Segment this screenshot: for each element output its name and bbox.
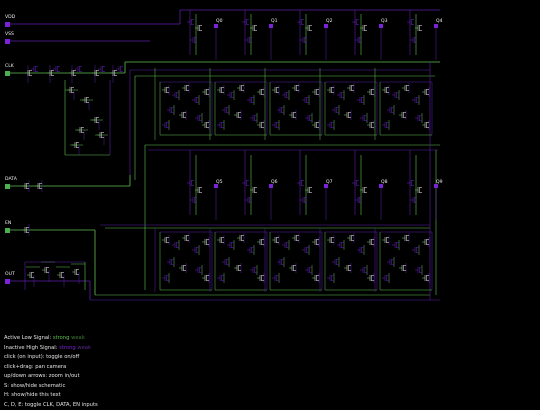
legend-line: H: show/hide this text bbox=[4, 391, 98, 401]
output-label-q9: Q9 bbox=[436, 181, 443, 186]
output-label-q3: Q3 bbox=[381, 20, 388, 25]
output-pin-q[interactable] bbox=[269, 24, 273, 28]
pin-en[interactable] bbox=[5, 228, 10, 233]
legend-active-low-weak: weak bbox=[71, 335, 85, 341]
help-legend: Active Low Signal: strong weak Inactive … bbox=[4, 334, 98, 410]
legend-inactive-high-strong: strong bbox=[59, 345, 76, 351]
output-pin-q[interactable] bbox=[214, 24, 218, 28]
pin-label-vss: VSS bbox=[5, 33, 14, 38]
pin-vdd[interactable] bbox=[5, 22, 10, 27]
output-label-q8: Q8 bbox=[381, 181, 388, 186]
legend-line: up/down arrows: zoom in/out bbox=[4, 372, 98, 382]
output-label-q1: Q1 bbox=[271, 20, 278, 25]
output-pin-q[interactable] bbox=[434, 24, 438, 28]
pin-clk[interactable] bbox=[5, 71, 10, 76]
legend-line: C, D, E: toggle CLK, DATA, EN inputs bbox=[4, 401, 98, 410]
pin-label-vdd: VDD bbox=[5, 16, 15, 21]
legend-line: click+drag: pan camera bbox=[4, 363, 98, 373]
pin-label-en: EN bbox=[5, 222, 11, 227]
legend-line: S: show/hide schematic bbox=[4, 382, 98, 392]
pin-out[interactable] bbox=[5, 279, 10, 284]
pin-label-out: OUT bbox=[5, 273, 15, 278]
wire-layer bbox=[10, 10, 440, 300]
pin-label-clk: CLK bbox=[5, 65, 14, 70]
legend-inactive-high-weak: weak bbox=[77, 345, 91, 351]
output-label-q0: Q0 bbox=[216, 20, 223, 25]
output-label-q6: Q6 bbox=[271, 181, 278, 186]
legend-active-low: Active Low Signal: strong weak bbox=[4, 334, 98, 344]
output-pin-q[interactable] bbox=[379, 24, 383, 28]
pin-data[interactable] bbox=[5, 184, 10, 189]
pin-vss[interactable] bbox=[5, 39, 10, 44]
output-label-q2: Q2 bbox=[326, 20, 333, 25]
output-label-q7: Q7 bbox=[326, 181, 333, 186]
output-label-q4: Q4 bbox=[436, 20, 443, 25]
legend-active-low-strong: strong bbox=[53, 335, 70, 341]
output-label-q5: Q5 bbox=[216, 181, 223, 186]
legend-line: click (on input): toggle on/off bbox=[4, 353, 98, 363]
legend-inactive-high: Inactive High Signal: strong weak bbox=[4, 344, 98, 354]
pin-label-data: DATA bbox=[5, 178, 17, 183]
output-pin-q[interactable] bbox=[324, 24, 328, 28]
